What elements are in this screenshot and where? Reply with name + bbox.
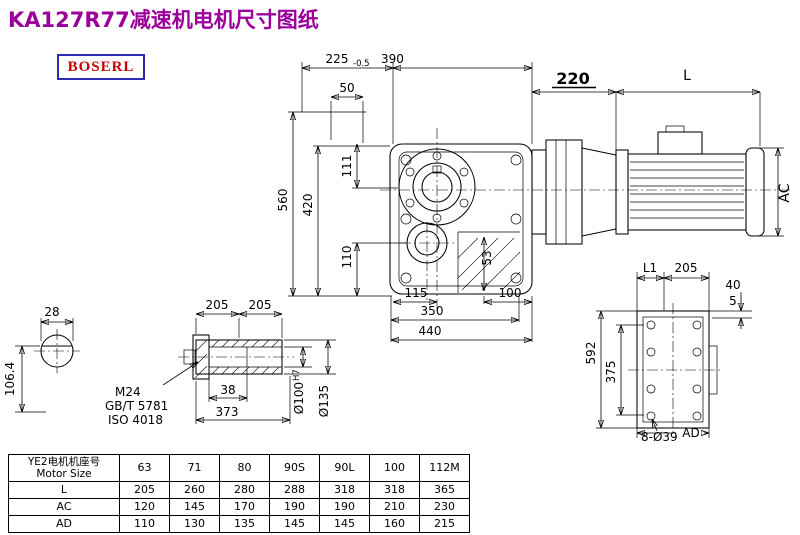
- output-flange-side-view: L1 205 40 5 592 375 8-Ø39 AD: [584, 261, 752, 444]
- terminal-box: [657, 131, 703, 155]
- row-label: L: [8, 481, 120, 499]
- table-cell: 130: [169, 515, 220, 533]
- motor-side-view: [531, 125, 765, 245]
- table-cell: 120: [119, 498, 170, 516]
- table-header-en: Motor Size: [36, 468, 92, 480]
- size-col-header: 71: [169, 454, 220, 482]
- dim-115-label: 115: [405, 286, 428, 300]
- row-label: AC: [8, 498, 120, 516]
- table-cell: 318: [369, 481, 420, 499]
- dim-bore-h7-superscript: H7: [292, 369, 302, 381]
- dim-350-label: 350: [421, 304, 444, 318]
- dim-205b-label: 205: [249, 298, 272, 312]
- table-cell: 160: [369, 515, 420, 533]
- dim-205a-label: 205: [206, 298, 229, 312]
- table-header-cn: YE2电机机座号: [27, 455, 101, 468]
- table-row-AC: AC 120 145 170 190 190 210 230: [8, 498, 470, 516]
- table-cell: 260: [169, 481, 220, 499]
- dim-L1-label: L1: [643, 261, 657, 275]
- shaft-cross-section-view: 28 106.4: [3, 305, 80, 413]
- table-cell: 190: [319, 498, 370, 516]
- standard-gbt5781-label: GB/T 5781: [105, 399, 168, 413]
- dim-225-tolerance: -0.5: [353, 59, 370, 69]
- table-cell: 170: [219, 498, 270, 516]
- row-label: AD: [8, 515, 120, 533]
- gearbox-front-view: [380, 128, 790, 310]
- table-cell: 205: [119, 481, 170, 499]
- standard-iso4018-label: ISO 4018: [108, 413, 163, 427]
- dim-111-label: 111: [340, 155, 354, 178]
- dim-L-label: L: [683, 68, 691, 84]
- table-cell: 318: [319, 481, 370, 499]
- dim-38-label: 38: [220, 383, 235, 397]
- table-cell: 190: [269, 498, 320, 516]
- size-col-header: 112M: [419, 454, 470, 482]
- page-title: KA127R77减速机电机尺寸图纸: [8, 8, 319, 32]
- hollow-shaft-detail-view: 205 205 M24 GB/T 5781 ISO 4018 38 373 Ø1…: [105, 298, 336, 427]
- table-cell: 145: [319, 515, 370, 533]
- table-cell: 230: [419, 498, 470, 516]
- table-cell: 135: [219, 515, 270, 533]
- table-cell: 288: [269, 481, 320, 499]
- dim-440-label: 440: [419, 324, 442, 338]
- size-col-header: 90L: [319, 454, 370, 482]
- table-header-row: YE2电机机座号 Motor Size 63 71 80 90S 90L 100…: [8, 454, 470, 482]
- dim-8xD39-label: 8-Ø39: [641, 430, 678, 444]
- dim-bore-d100h7-label: Ø100: [292, 382, 306, 414]
- dim-220-label: 220: [556, 69, 589, 88]
- dim-110-label: 110: [340, 246, 354, 269]
- table-cell: 365: [419, 481, 470, 499]
- bottom-dimensions: 115 53 100 350 440: [390, 237, 533, 342]
- table-cell: 145: [269, 515, 320, 533]
- top-dimensions: 225 -0.5 390 50 220 L: [301, 52, 761, 150]
- dim-5-label: 5: [729, 294, 737, 308]
- table-cell: 110: [119, 515, 170, 533]
- dim-53-label: 53: [480, 250, 494, 265]
- dim-592-label: 592: [584, 342, 598, 365]
- dim-40-label: 40: [725, 278, 740, 292]
- left-dimensions: 560 420 111 110: [276, 111, 406, 297]
- dim-560-label: 560: [276, 189, 290, 212]
- table-cell: 215: [419, 515, 470, 533]
- motor-ac-dimension: AC: [758, 147, 793, 237]
- dim-28-label: 28: [44, 305, 59, 319]
- dim-205-flange-label: 205: [675, 261, 698, 275]
- dim-d135-label: Ø135: [317, 385, 331, 417]
- dim-375-label: 375: [604, 361, 618, 384]
- size-col-header: 90S: [269, 454, 320, 482]
- brand-logo: BOSERL: [57, 54, 145, 80]
- dim-AC-label: AC: [777, 183, 793, 202]
- size-col-header: 80: [219, 454, 270, 482]
- size-col-header: 63: [119, 454, 170, 482]
- dim-100-label: 100: [499, 286, 522, 300]
- dim-AD-label: AD: [682, 426, 699, 440]
- dim-50-label: 50: [339, 81, 354, 95]
- table-corner-cell: YE2电机机座号 Motor Size: [8, 454, 120, 482]
- table-cell: 280: [219, 481, 270, 499]
- motor-size-table: YE2电机机座号 Motor Size 63 71 80 90S 90L 100…: [8, 454, 470, 533]
- dim-106-4-label: 106.4: [3, 362, 17, 396]
- thread-spec-m24-label: M24: [115, 385, 141, 399]
- dim-373-label: 373: [216, 405, 239, 419]
- table-row-AD: AD 110 130 135 145 145 160 215: [8, 515, 470, 533]
- table-cell: 210: [369, 498, 420, 516]
- dim-390-label: 390: [381, 52, 404, 66]
- dim-225-label: 225: [326, 52, 349, 66]
- table-cell: 145: [169, 498, 220, 516]
- dim-420-label: 420: [301, 194, 315, 217]
- table-row-L: L 205 260 280 288 318 318 365: [8, 481, 470, 499]
- size-col-header: 100: [369, 454, 420, 482]
